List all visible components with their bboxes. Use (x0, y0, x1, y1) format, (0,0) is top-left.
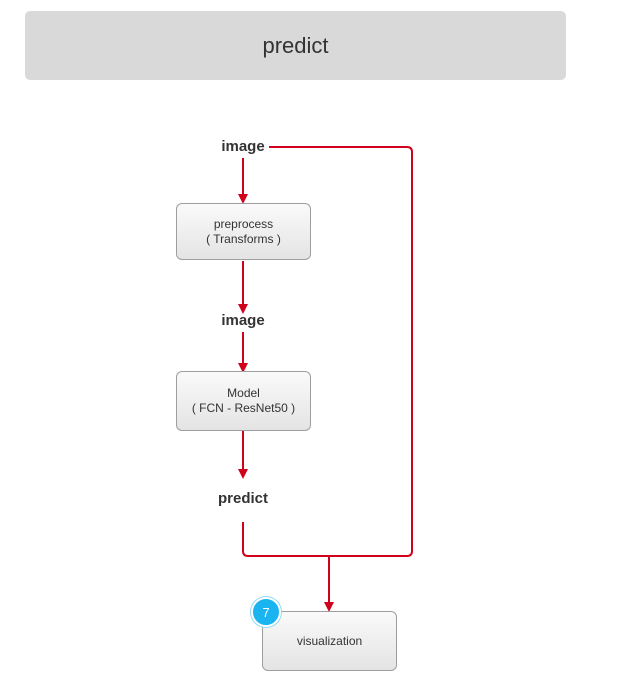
edge-image-bypass-to-visualization (269, 146, 413, 557)
model-node-title: Model (227, 386, 260, 400)
page-title: predict (25, 11, 566, 80)
input-image-label: image (221, 138, 265, 155)
preprocess-node[interactable]: preprocess ( Transforms ) (176, 203, 311, 260)
visualization-node-title: visualization (296, 633, 363, 648)
visualization-node[interactable]: visualization (262, 611, 397, 671)
preprocess-node-title: preprocess (213, 216, 274, 231)
prediction-label: predict (217, 490, 268, 507)
processed-image-label: image (221, 312, 265, 329)
model-node-subtitle: ( FCN - ResNet50 ) (191, 401, 296, 415)
step-number-badge: 7 (251, 597, 281, 627)
edge-predict-to-visualization (242, 522, 329, 557)
model-node[interactable]: Model ( FCN - ResNet50 ) (176, 371, 311, 431)
preprocess-node-subtitle: ( Transforms ) (206, 231, 281, 246)
page-title-text: predict (262, 32, 329, 58)
